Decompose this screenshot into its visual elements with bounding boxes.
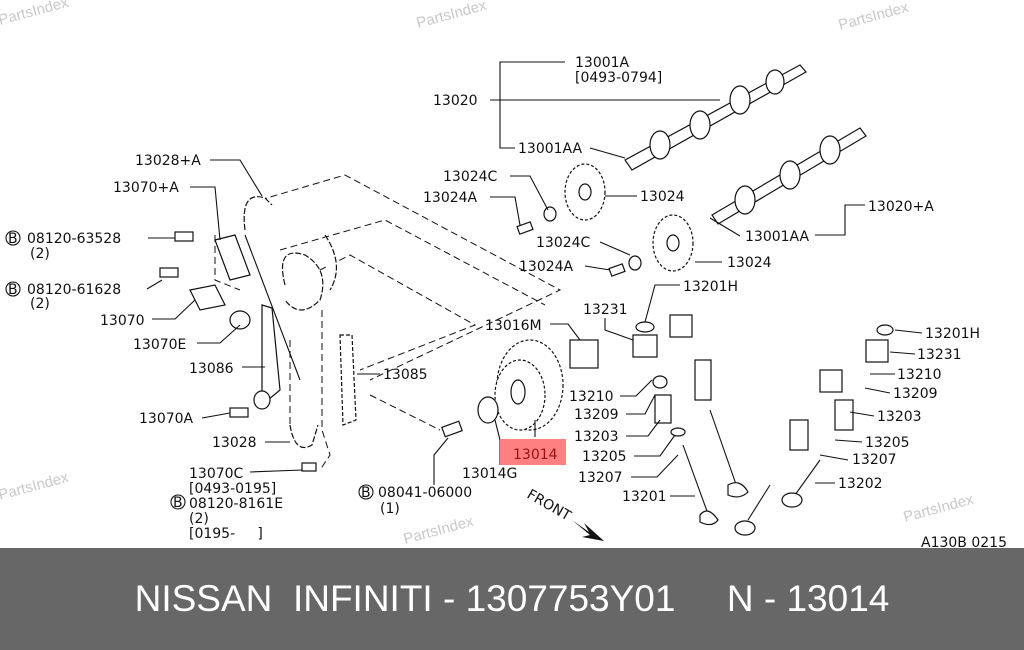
- part-label[interactable]: 13210: [569, 389, 614, 405]
- part-label[interactable]: 13001AA: [518, 141, 583, 157]
- part-label[interactable]: 13070: [100, 313, 145, 329]
- part-label[interactable]: 13014G: [462, 466, 517, 482]
- part-label[interactable]: 13024C: [443, 169, 498, 185]
- part-label[interactable]: 13028: [212, 435, 257, 451]
- part-label[interactable]: 13001AA: [745, 229, 810, 245]
- part-label[interactable]: 13210: [897, 367, 942, 383]
- part-label[interactable]: 13024C: [536, 235, 591, 251]
- camshaft-13020: [624, 64, 807, 171]
- part-number-footer: NISSAN INFINITI - 1307753Y01 N - 13014: [0, 548, 1024, 650]
- part-label[interactable]: 08120-61628: [27, 282, 121, 298]
- camshaft-13020-a: [711, 127, 867, 225]
- bolt-b-icon: B: [173, 495, 183, 511]
- watermark: PartsIndex: [837, 0, 911, 34]
- part-label-highlighted[interactable]: 13014: [513, 447, 558, 463]
- quantity: (1): [380, 501, 400, 517]
- watermark: PartsIndex: [415, 0, 489, 32]
- quantity: (2): [30, 246, 50, 262]
- cam-sprocket-13024: [516, 163, 694, 277]
- part-label[interactable]: 13070E: [133, 337, 186, 353]
- part-label[interactable]: 13024A: [423, 190, 478, 206]
- part-label[interactable]: 08041-06000: [378, 485, 472, 501]
- bolt-b-icon: B: [8, 282, 18, 298]
- part-label[interactable]: 13231: [917, 347, 962, 363]
- part-label[interactable]: 13016M: [485, 318, 542, 334]
- part-label[interactable]: 13205: [865, 435, 910, 451]
- part-label[interactable]: 13231: [583, 302, 628, 318]
- part-label[interactable]: 13070+A: [113, 180, 179, 196]
- part-label[interactable]: 13024: [640, 189, 685, 205]
- leader-lines: [146, 61, 923, 497]
- bolt-b-icon: B: [8, 231, 18, 247]
- part-label[interactable]: 13085: [383, 367, 428, 383]
- part-label[interactable]: 13024A: [519, 259, 574, 275]
- front-direction-label: FRONT: [524, 487, 574, 525]
- bolt-b-icon: B: [361, 485, 371, 501]
- timing-chains: [243, 196, 337, 449]
- diagram-code: A130B 0215: [921, 535, 1007, 548]
- part-label[interactable]: 13020+A: [868, 199, 934, 215]
- part-label[interactable]: 13086: [189, 361, 234, 377]
- date-range: [0493-0794]: [575, 70, 662, 86]
- quantity: (2): [30, 296, 50, 312]
- part-label[interactable]: 13205: [582, 449, 627, 465]
- chain-guides: [159, 231, 357, 472]
- part-label[interactable]: 08120-63528: [27, 231, 121, 247]
- part-label[interactable]: 13001A: [575, 55, 630, 71]
- part-label[interactable]: 13209: [893, 386, 938, 402]
- idler-sprocket-13014: [441, 339, 599, 438]
- part-label[interactable]: 08120-8161E: [189, 496, 283, 512]
- part-label[interactable]: 13070A: [139, 411, 194, 427]
- bolt-symbols: B B B B: [5, 230, 374, 511]
- date-range: [0195- ]: [189, 526, 263, 542]
- part-label[interactable]: 13203: [574, 429, 619, 445]
- part-label[interactable]: 13020: [433, 93, 478, 109]
- watermark: PartsIndex: [0, 469, 71, 504]
- part-label[interactable]: 13024: [727, 255, 772, 271]
- date-range: [0493-0195]: [189, 481, 276, 497]
- part-label[interactable]: 13209: [574, 407, 619, 423]
- part-label[interactable]: 13203: [877, 409, 922, 425]
- quantity: (2): [189, 511, 209, 527]
- watermark: PartsIndex: [0, 0, 71, 29]
- exploded-parts-diagram: PartsIndex PartsIndex PartsIndex PartsIn…: [0, 0, 1007, 548]
- highlight-13014: [500, 439, 566, 465]
- part-label[interactable]: 13207: [852, 452, 897, 468]
- part-label[interactable]: 13028+A: [135, 153, 201, 169]
- part-label[interactable]: 13070C: [189, 466, 244, 482]
- valve-assemblies: [632, 314, 894, 536]
- watermark: PartsIndex: [402, 513, 476, 548]
- part-label[interactable]: 13201H: [683, 279, 738, 295]
- part-label[interactable]: 13201: [622, 489, 667, 505]
- part-label[interactable]: 13201H: [925, 326, 980, 342]
- front-arrow-icon: [572, 520, 604, 541]
- part-label[interactable]: 13207: [578, 470, 623, 486]
- part-label[interactable]: 13202: [838, 476, 883, 492]
- watermark: PartsIndex: [902, 491, 976, 526]
